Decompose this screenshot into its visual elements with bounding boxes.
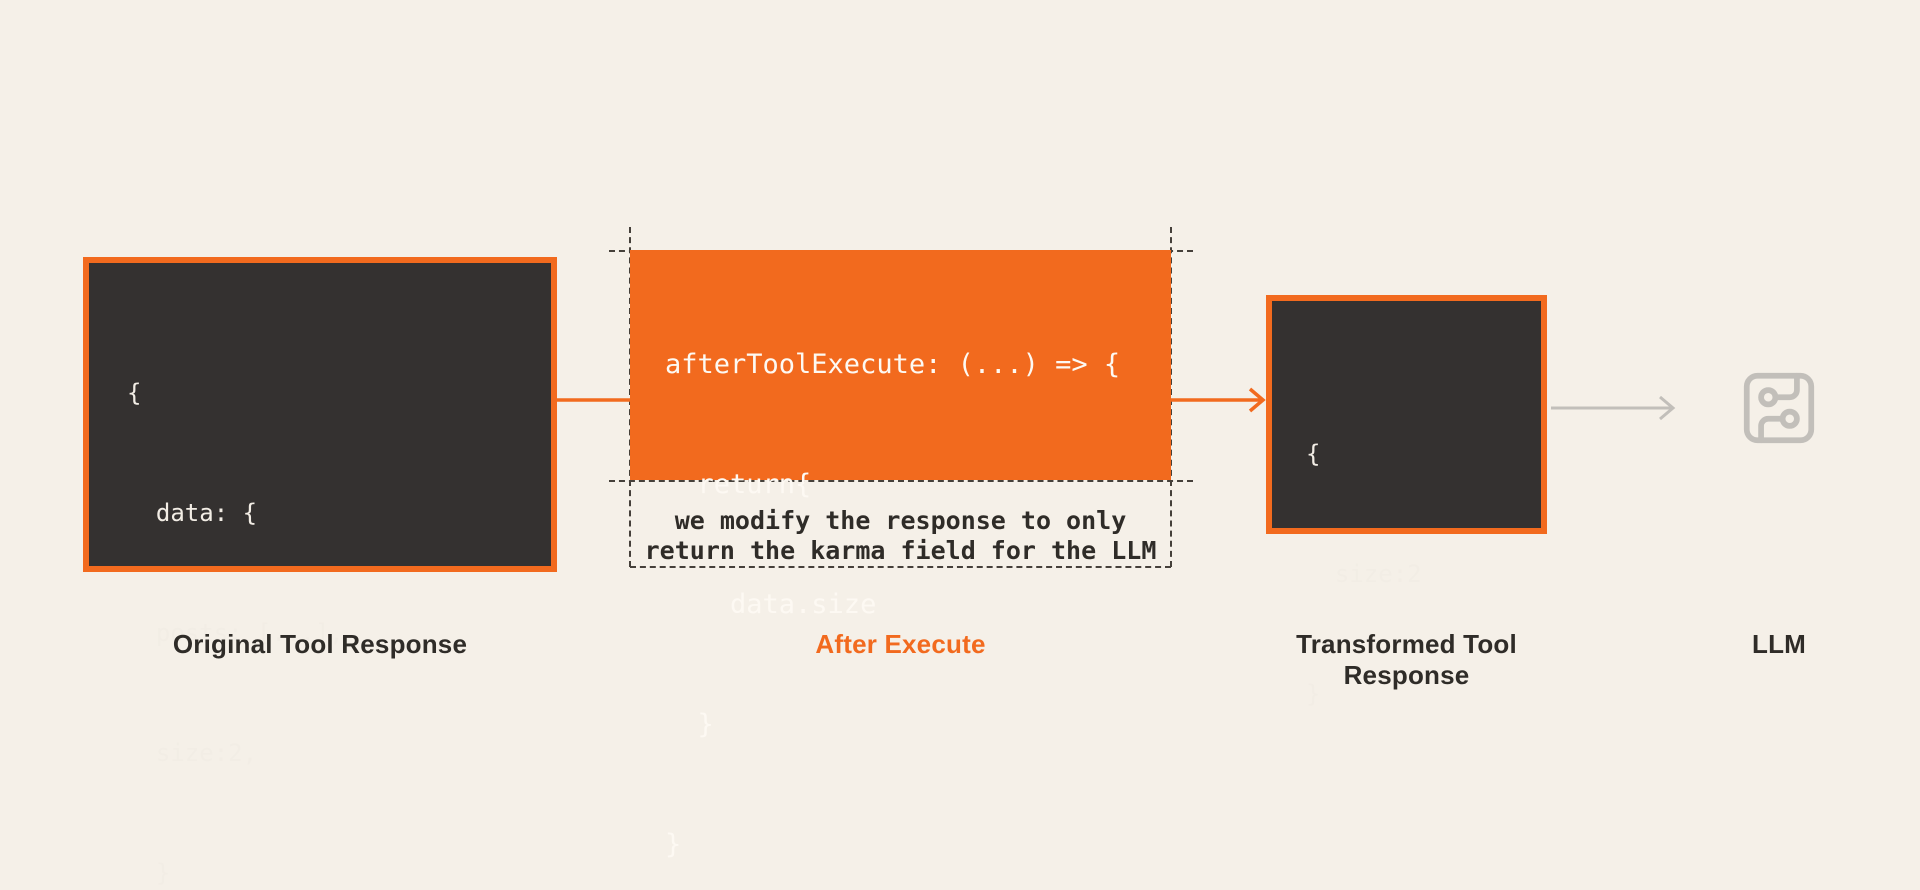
code-line: } [665,829,682,860]
after-execute-hook-box: afterToolExecute: (...) => { return{ dat… [630,250,1171,860]
label-original-tool-response: Original Tool Response [172,629,468,659]
code-line: posts: [...], [127,619,344,647]
code-line: data.size [665,589,877,620]
label-transformed-tool-response: Transformed Tool Response [1296,629,1517,690]
hook-caption: we modify the response to only return th… [630,506,1171,566]
hook-caption-line: return the karma field for the LLM [644,536,1157,565]
original-response-code: { data: { posts: [...], size:2, } } [89,263,551,890]
code-line: afterToolExecute: (...) => { [665,349,1121,380]
original-response-box: { data: { posts: [...], size:2, } } [83,257,557,887]
code-line: } [127,859,171,887]
connector-hook-to-transformed-arrow [1171,387,1266,413]
dashed-guide-right [1170,227,1172,567]
hook-caption-line: we modify the response to only [674,506,1127,535]
after-execute-code: afterToolExecute: (...) => { return{ dat… [630,250,1171,890]
code-line: { [1306,440,1321,468]
code-line: } [1306,680,1321,708]
code-line: data: { [127,499,258,527]
code-line: size:2, [127,739,258,767]
dashed-guide-caption-bottom [630,566,1171,568]
transformed-response-code: { size:2 } [1272,301,1541,794]
transformed-response-box: { size:2 } [1266,295,1547,708]
llm-circuit-board-icon [1743,372,1815,444]
label-llm: LLM [1751,629,1807,659]
label-after-execute: After Execute [815,629,986,659]
connector-original-to-hook [555,398,633,402]
code-line: } [665,709,714,740]
code-line: return{ [665,469,812,500]
dashed-guide-box-bottom [609,480,1193,482]
code-line: size:2 [1306,560,1422,588]
code-line: { [127,379,142,407]
connector-transformed-to-llm-arrow [1551,395,1676,421]
